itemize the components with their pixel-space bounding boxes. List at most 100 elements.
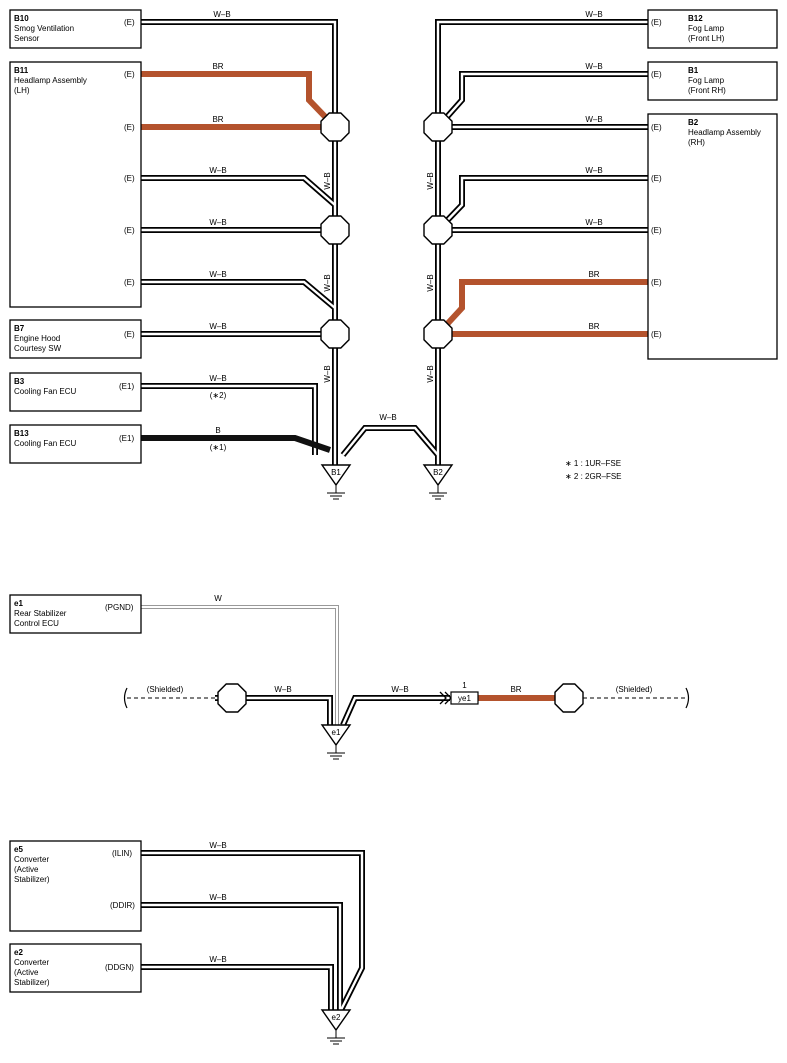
b2-name-line2: (RH) [688,138,705,147]
b10-code: B10 [14,14,29,23]
b1-name-line2: (Front RH) [688,86,726,95]
b13-name: Cooling Fan ECU [14,439,76,448]
ground-label: B2 [433,468,443,477]
e1-name-line1: Rear Stabilizer [14,609,67,618]
wire-label: BR [588,270,599,279]
b1-name-line1: Fog Lamp [688,76,725,85]
b11-pin: (E) [124,70,135,79]
b2-pin: (E) [651,278,662,287]
wire-label: W [214,594,222,603]
e5-pin: (DDIR) [110,901,135,910]
wire-note: (∗2) [210,391,227,400]
connector-pin: 1 [462,681,467,690]
e2-name-line2: (Active [14,968,39,977]
b2-name-line1: Headlamp Assembly [688,128,761,137]
wire-label: BR [212,115,223,124]
wire-label: W–B [209,955,226,964]
wire-label: W–B [585,218,602,227]
b3-code: B3 [14,377,25,386]
wire-label: W–B [585,10,602,19]
b7-code: B7 [14,324,25,333]
wire-label: W–B [209,841,226,850]
e5-name-line2: (Active [14,865,39,874]
b10-name-line2: Sensor [14,34,40,43]
wire-label: W–B [323,365,332,382]
shielded-label: (Shielded) [616,685,653,694]
wire-label: BR [588,322,599,331]
b13-pin: (E1) [119,434,134,443]
w-wire-inner [141,606,338,725]
b1-code: B1 [688,66,699,75]
wire-label: BR [212,62,223,71]
wire-label: W–B [274,685,291,694]
wire-label: BR [510,685,521,694]
b11-pin: (E) [124,123,135,132]
e2-name-line3: Stabilizer) [14,978,50,987]
ground-label: B1 [331,468,341,477]
e2-code: e2 [14,948,23,957]
wire-label: W–B [391,685,408,694]
b7-name-line1: Engine Hood [14,334,60,343]
b10-name-line1: Smog Ventilation [14,24,74,33]
wire-label: W–B [209,166,226,175]
b1-pin: (E) [651,70,662,79]
b2-pin: (E) [651,226,662,235]
shield-lines [123,687,690,709]
wire-label: W–B [585,115,602,124]
b12-pin: (E) [651,18,662,27]
e5-code: e5 [14,845,23,854]
b2-code: B2 [688,118,699,127]
splice-points [217,112,584,713]
b2-pin: (E) [651,123,662,132]
b-wire [141,435,331,453]
b11-name-line2: (LH) [14,86,30,95]
wb-wires-inner [141,20,648,1011]
connector-ye1 [439,691,479,705]
ground-label: e1 [332,728,341,737]
legend-line-2: ∗ 2 : 2GR–FSE [565,472,622,481]
b3-name: Cooling Fan ECU [14,387,76,396]
e5-pin: (ILIN) [112,849,132,858]
e1-pin: (PGND) [105,603,134,612]
b13-code: B13 [14,429,29,438]
wire-label: W–B [209,270,226,279]
wire-label: W–B [426,172,435,189]
wire-label: W–B [209,322,226,331]
e1-name-line2: Control ECU [14,619,59,628]
wire-label: W–B [379,413,396,422]
b11-name-line1: Headlamp Assembly [14,76,87,85]
wire-label: W–B [426,274,435,291]
b12-code: B12 [688,14,703,23]
wire-label: B [215,426,220,435]
e5-name-line1: Converter [14,855,49,864]
e1-code: e1 [14,599,23,608]
b12-name-line1: Fog Lamp [688,24,725,33]
shielded-label: (Shielded) [147,685,184,694]
wire-label: W–B [585,62,602,71]
b11-pin: (E) [124,226,135,235]
b7-name-line2: Courtesy SW [14,344,62,353]
wire-label: W–B [213,10,230,19]
wire-label: W–B [585,166,602,175]
wire-note: (∗1) [210,443,227,452]
b12-name-line2: (Front LH) [688,34,725,43]
wire-label: W–B [323,274,332,291]
ground-label: e2 [332,1013,341,1022]
wire-label: W–B [426,365,435,382]
b3-pin: (E1) [119,382,134,391]
wire-label: W–B [323,172,332,189]
b2-pin: (E) [651,174,662,183]
e2-name-line1: Converter [14,958,49,967]
wire-label: W–B [209,218,226,227]
legend-line-1: ∗ 1 : 1UR–FSE [565,459,621,468]
b11-pin: (E) [124,174,135,183]
b10-pin: (E) [124,18,135,27]
b7-pin: (E) [124,330,135,339]
component-boxes [9,9,778,993]
e5-name-line3: Stabilizer) [14,875,50,884]
connector-code: ye1 [458,694,471,703]
wire-label: W–B [209,374,226,383]
e2-pin: (DDGN) [105,963,134,972]
